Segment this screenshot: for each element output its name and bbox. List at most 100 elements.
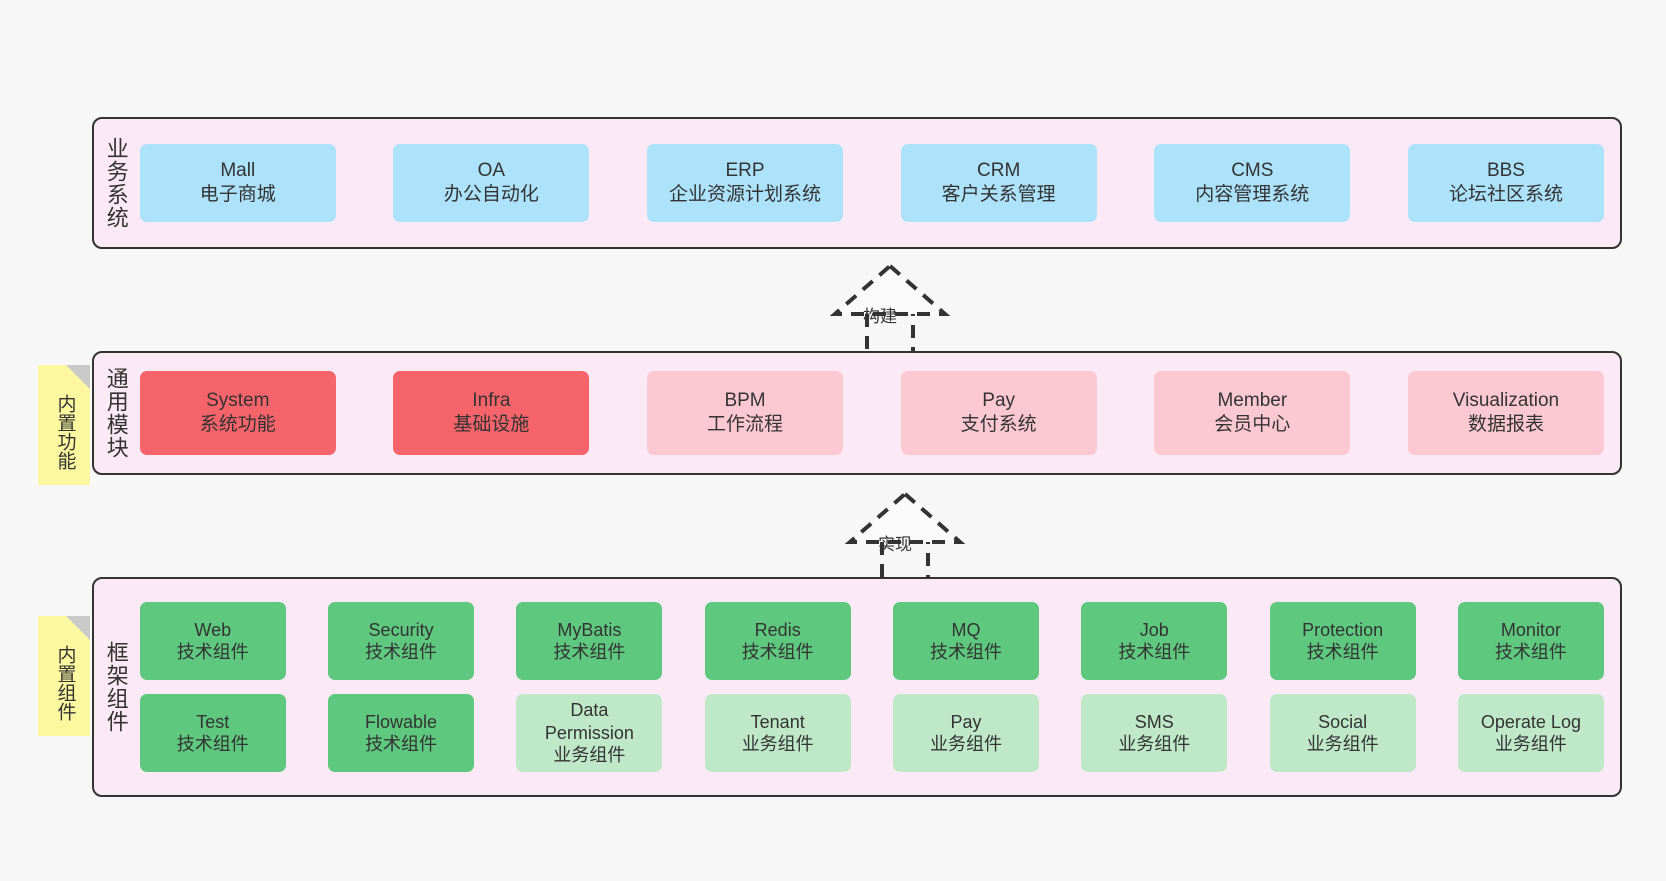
card-pay-component-en: Pay <box>950 711 982 732</box>
connector-implement: 实现 <box>810 490 1000 588</box>
framework-row-tech: Web 技术组件 Security 技术组件 MyBatis 技术组件 Redi… <box>139 602 1604 680</box>
card-mall-en: Mall <box>220 160 256 182</box>
card-job-cn: 技术组件 <box>1118 642 1191 662</box>
card-mybatis-en: MyBatis <box>557 619 622 640</box>
card-oa[interactable]: OA 办公自动化 <box>393 144 590 222</box>
card-web[interactable]: Web 技术组件 <box>139 602 286 680</box>
card-infra-en: Infra <box>472 390 511 412</box>
note-builtin-component-text: 内置组件 <box>54 645 76 721</box>
card-erp-en: ERP <box>725 160 765 182</box>
card-data-permission-en: Data Permission <box>544 700 634 743</box>
note-builtin-function: 内置功能 <box>38 365 90 485</box>
layer-framework-component-cards: Web 技术组件 Security 技术组件 MyBatis 技术组件 Redi… <box>134 579 1620 795</box>
card-flowable[interactable]: Flowable 技术组件 <box>328 694 475 772</box>
card-test[interactable]: Test 技术组件 <box>139 694 286 772</box>
card-oa-en: OA <box>477 160 506 182</box>
card-bpm-cn: 工作流程 <box>707 414 784 435</box>
card-operate-log-cn: 业务组件 <box>1494 734 1567 754</box>
card-protection-en: Protection <box>1302 619 1384 640</box>
note-fold-icon <box>66 365 90 389</box>
card-system-en: System <box>206 390 270 412</box>
card-erp[interactable]: ERP 企业资源计划系统 <box>647 144 844 222</box>
card-mq-en: MQ <box>951 619 981 640</box>
card-pay-component[interactable]: Pay 业务组件 <box>893 694 1039 772</box>
card-member[interactable]: Member 会员中心 <box>1154 371 1351 455</box>
card-job[interactable]: Job 技术组件 <box>1081 602 1228 680</box>
card-visualization-en: Visualization <box>1452 390 1560 412</box>
card-cms-en: CMS <box>1231 160 1274 182</box>
card-web-cn: 技术组件 <box>176 642 249 662</box>
connector-build: 构建 <box>795 262 985 360</box>
card-visualization-cn: 数据报表 <box>1467 414 1544 435</box>
note-builtin-component: 内置组件 <box>38 616 90 736</box>
card-bpm-en: BPM <box>724 390 766 412</box>
card-crm[interactable]: CRM 客户关系管理 <box>900 144 1097 222</box>
card-member-en: Member <box>1217 390 1288 412</box>
card-redis-cn: 技术组件 <box>741 642 814 662</box>
card-security-cn: 技术组件 <box>365 642 438 662</box>
card-crm-en: CRM <box>977 160 1021 182</box>
card-cms[interactable]: CMS 内容管理系统 <box>1154 144 1351 222</box>
layer-common-module-title: 通用模块 <box>103 367 129 459</box>
card-operate-log[interactable]: Operate Log 业务组件 <box>1457 694 1604 772</box>
layer-common-module: 通用模块 System 系统功能 Infra 基础设施 BPM 工作流程 Pay… <box>92 351 1622 475</box>
card-protection[interactable]: Protection 技术组件 <box>1269 602 1416 680</box>
card-mybatis-cn: 技术组件 <box>553 642 626 662</box>
card-monitor[interactable]: Monitor 技术组件 <box>1457 602 1604 680</box>
card-bbs-en: BBS <box>1486 160 1525 182</box>
card-social-cn: 业务组件 <box>1306 734 1379 754</box>
card-job-en: Job <box>1139 619 1169 640</box>
card-social-en: Social <box>1318 711 1368 732</box>
connector-implement-label: 实现 <box>878 535 912 554</box>
card-infra[interactable]: Infra 基础设施 <box>393 371 590 455</box>
note-builtin-function-text: 内置功能 <box>54 394 76 470</box>
card-pay-module[interactable]: Pay 支付系统 <box>900 371 1097 455</box>
card-tenant-en: Tenant <box>750 711 805 732</box>
card-flowable-cn: 技术组件 <box>365 734 438 754</box>
card-sms-cn: 业务组件 <box>1118 734 1191 754</box>
layer-framework-component: 框架组件 Web 技术组件 Security 技术组件 MyBatis 技术组件… <box>92 577 1622 797</box>
card-system-cn: 系统功能 <box>199 414 276 435</box>
card-sms[interactable]: SMS 业务组件 <box>1081 694 1228 772</box>
connector-build-label: 构建 <box>863 307 897 326</box>
card-data-permission[interactable]: Data Permission 业务组件 <box>516 694 663 772</box>
card-sms-en: SMS <box>1134 711 1174 732</box>
card-protection-cn: 技术组件 <box>1306 642 1379 662</box>
card-tenant[interactable]: Tenant 业务组件 <box>704 694 851 772</box>
card-flowable-en: Flowable <box>365 711 438 732</box>
card-erp-cn: 企业资源计划系统 <box>669 184 822 205</box>
framework-row-business: Test 技术组件 Flowable 技术组件 Data Permission … <box>139 694 1604 772</box>
card-monitor-cn: 技术组件 <box>1494 642 1567 662</box>
card-test-en: Test <box>196 711 230 732</box>
card-pay-component-cn: 业务组件 <box>930 734 1002 754</box>
card-test-cn: 技术组件 <box>176 734 249 754</box>
card-mq[interactable]: MQ 技术组件 <box>893 602 1039 680</box>
card-mq-cn: 技术组件 <box>930 642 1002 662</box>
card-pay-module-en: Pay <box>982 390 1016 412</box>
card-bbs[interactable]: BBS 论坛社区系统 <box>1407 144 1604 222</box>
card-bbs-cn: 论坛社区系统 <box>1448 184 1563 205</box>
card-data-permission-cn: 业务组件 <box>553 745 626 766</box>
layer-common-module-cards: System 系统功能 Infra 基础设施 BPM 工作流程 Pay 支付系统… <box>134 353 1620 473</box>
card-visualization[interactable]: Visualization 数据报表 <box>1407 371 1604 455</box>
card-system[interactable]: System 系统功能 <box>139 371 336 455</box>
card-web-en: Web <box>194 619 232 640</box>
card-mall[interactable]: Mall 电子商城 <box>139 144 336 222</box>
card-social[interactable]: Social 业务组件 <box>1269 694 1416 772</box>
card-mybatis[interactable]: MyBatis 技术组件 <box>516 602 663 680</box>
layer-framework-component-title: 框架组件 <box>103 641 129 733</box>
card-member-cn: 会员中心 <box>1214 414 1291 435</box>
card-cms-cn: 内容管理系统 <box>1195 184 1310 205</box>
card-security-en: Security <box>368 619 434 640</box>
layer-business-system: 业务系统 Mall 电子商城 OA 办公自动化 ERP 企业资源计划系统 CRM… <box>92 117 1622 249</box>
card-bpm[interactable]: BPM 工作流程 <box>647 371 844 455</box>
card-tenant-cn: 业务组件 <box>741 734 814 754</box>
layer-business-system-cards: Mall 电子商城 OA 办公自动化 ERP 企业资源计划系统 CRM 客户关系… <box>134 119 1620 247</box>
card-redis[interactable]: Redis 技术组件 <box>704 602 851 680</box>
card-security[interactable]: Security 技术组件 <box>328 602 475 680</box>
card-pay-module-cn: 支付系统 <box>960 414 1037 435</box>
card-mall-cn: 电子商城 <box>199 184 276 205</box>
card-redis-en: Redis <box>754 619 801 640</box>
layer-business-system-title: 业务系统 <box>103 137 129 229</box>
